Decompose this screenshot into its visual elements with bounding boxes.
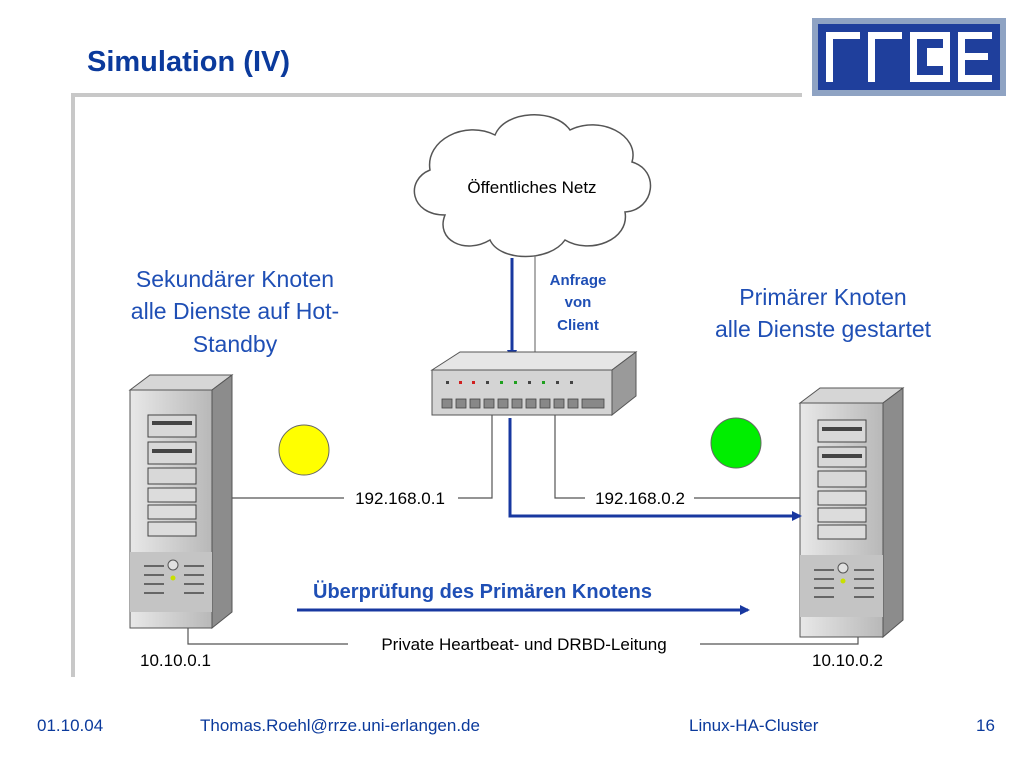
content-left-border bbox=[71, 93, 75, 677]
primary-server-tower bbox=[798, 387, 905, 639]
footer-email: Thomas.Roehl@rrze.uni-erlangen.de bbox=[200, 716, 480, 735]
request-label-line1: Anfrage bbox=[550, 272, 607, 289]
public-network-cloud: Öffentliches Netz bbox=[413, 114, 652, 258]
secondary-status-light bbox=[278, 424, 330, 476]
footer-date: 01.10.04 bbox=[37, 716, 104, 735]
secondary-title-line1: Sekundärer Knoten bbox=[136, 266, 334, 292]
secondary-node-title: Sekundärer Knoten alle Dienste auf Hot- … bbox=[131, 266, 339, 357]
cloud-label: Öffentliches Netz bbox=[467, 178, 596, 197]
request-label-line2: von bbox=[565, 294, 592, 311]
primary-private-ip: 10.10.0.2 bbox=[812, 651, 883, 670]
primary-node-title: Primärer Knoten alle Dienste gestartet bbox=[715, 284, 932, 342]
secondary-public-ip: 192.168.0.1 bbox=[355, 489, 445, 508]
secondary-title-line2: alle Dienste auf Hot- bbox=[131, 298, 339, 324]
primary-status-light bbox=[710, 417, 762, 469]
heartbeat-label: Private Heartbeat- und DRBD-Leitung bbox=[381, 635, 666, 654]
request-forward-arrow bbox=[508, 418, 802, 521]
request-label-line3: Client bbox=[557, 317, 599, 334]
network-switch bbox=[430, 351, 638, 417]
slide-title: Simulation (IV) bbox=[87, 46, 290, 78]
footer-topic: Linux-HA-Cluster bbox=[689, 716, 819, 735]
footer-page-number: 16 bbox=[976, 716, 995, 735]
check-primary-label: Überprüfung des Primären Knotens bbox=[313, 580, 652, 603]
title-divider bbox=[75, 93, 802, 97]
secondary-title-line3: Standby bbox=[193, 331, 278, 357]
public-network-links bbox=[232, 415, 800, 499]
primary-title-line1: Primärer Knoten bbox=[739, 284, 906, 310]
secondary-private-ip: 10.10.0.1 bbox=[140, 651, 211, 670]
rrze-logo bbox=[812, 18, 1006, 96]
primary-public-ip: 192.168.0.2 bbox=[595, 489, 685, 508]
primary-title-line2: alle Dienste gestartet bbox=[715, 316, 932, 342]
secondary-server-tower bbox=[128, 374, 234, 630]
heartbeat-link bbox=[187, 628, 859, 645]
request-label: Anfrage von Client bbox=[550, 272, 607, 334]
